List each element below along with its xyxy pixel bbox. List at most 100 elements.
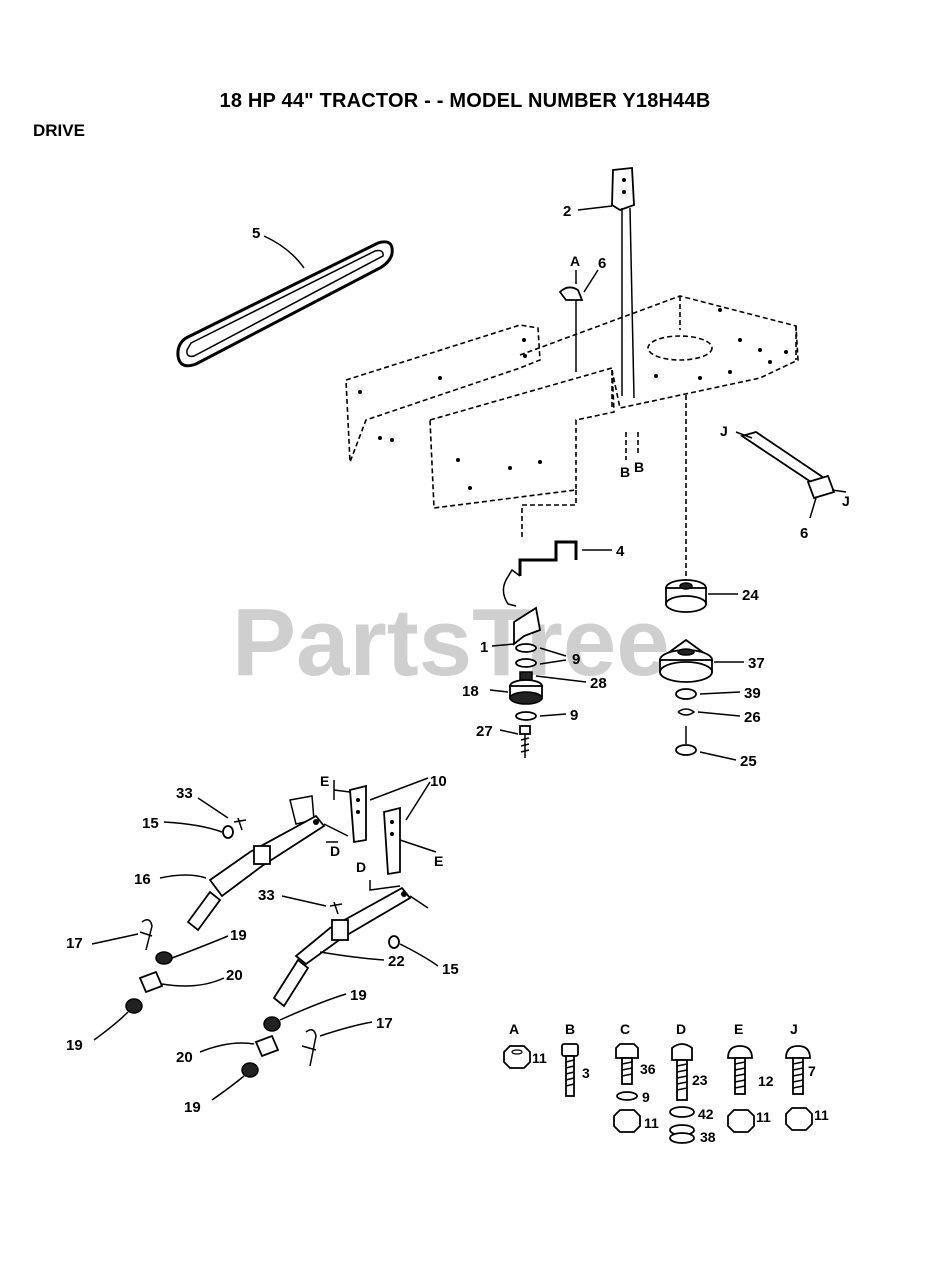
pulley-24 [665,579,707,613]
leader-15b [399,943,439,967]
key-j-part-1: 11 [814,1107,829,1123]
key-c-part-0: 36 [640,1061,656,1077]
fitting-20b [254,1034,280,1058]
key-c-nut [613,1109,641,1133]
callout-5: 5 [252,225,260,242]
leader-39 [699,691,741,695]
callout-26: 26 [744,709,761,726]
key-e-nut [727,1109,755,1133]
callout-9a: 9 [572,651,580,668]
leader-19c [279,993,347,1021]
centerline-left [521,490,577,540]
washer-9b [515,711,537,721]
leader-e2 [399,839,437,853]
callout-27: 27 [476,723,493,740]
callout-15a: 15 [142,815,159,832]
washer-9a-1 [515,643,537,653]
tractor-frame [345,295,799,509]
ref-j1: J [720,423,728,439]
leader-28 [535,675,587,683]
washer-15a [222,825,234,839]
callout-9b: 9 [570,707,578,724]
leader-16 [159,874,207,879]
key-c-washer [616,1091,638,1101]
leader-19d [211,1075,245,1101]
ref-b2: B [634,459,644,475]
leader-25 [699,751,737,761]
clip-17b [301,1029,317,1067]
key-b-part-0: 3 [582,1065,590,1081]
key-c-part-2: 11 [644,1115,659,1131]
leader-18 [489,689,509,693]
ref-e1: E [320,773,329,789]
leader-17b [319,1021,373,1037]
callout-2: 2 [563,203,571,220]
key-e-letter: E [734,1021,743,1037]
key-a-letter: A [509,1021,519,1037]
page-title: 18 HP 44" TRACTOR - - MODEL NUMBER Y18H4… [219,90,711,112]
callout-33b: 33 [258,887,275,904]
leader-d2 [369,880,401,891]
callout-22: 22 [388,953,405,970]
key-d-nut [669,1124,695,1144]
arm-1 [513,606,542,646]
washer-9a-2 [515,658,537,668]
callout-1: 1 [480,639,488,656]
section-label: DRIVE [33,121,85,140]
ref-d1: D [330,843,340,859]
key-c-part-1: 9 [642,1089,650,1105]
hardware-key: A 11 B 3 C 36 9 11 D 23 [503,1021,829,1145]
leader-9a-2 [539,659,567,665]
leader-22 [319,951,385,961]
callout-18: 18 [462,683,479,700]
leader-2 [577,205,613,211]
leader-6-brace [809,497,817,519]
spacer-28 [519,671,533,681]
callout-19c: 19 [350,987,367,1004]
ref-d2: D [356,859,366,875]
ref-j2: J [842,493,850,509]
callout-19b: 19 [66,1037,83,1054]
part-39 [675,688,697,700]
washer-15b [388,935,400,949]
nut-19c [263,1016,281,1032]
clutch-37 [659,638,713,683]
key-a-part-0: 11 [532,1050,547,1066]
key-d-part-2: 38 [700,1129,716,1145]
clip-6 [558,286,584,301]
leader-6-top [583,269,599,293]
leader-9b [539,713,567,717]
callout-20b: 20 [176,1049,193,1066]
ref-a: A [570,253,580,269]
callout-16: 16 [134,871,151,888]
bolt-27 [519,725,531,758]
key-b-bolt [561,1043,579,1097]
callout-20a: 20 [226,967,243,984]
brace-6 [735,431,847,500]
leader-5 [263,235,305,269]
leader-15a [163,821,223,833]
part-26 [677,708,696,716]
key-d-washer [669,1106,695,1118]
nut-19a [155,951,173,965]
leader-e1 [333,780,351,800]
key-j-letter: J [790,1021,798,1037]
lever-16 [186,814,349,932]
leader-33a [197,797,229,819]
callout-37: 37 [748,655,765,672]
bolt-25 [675,726,697,756]
rod-4 [502,540,578,607]
key-d-part-1: 42 [698,1106,714,1122]
drive-belt [176,240,394,368]
callout-10: 10 [430,773,447,790]
key-c-bolt [615,1043,639,1085]
callout-24: 24 [742,587,759,604]
leader-33b [281,895,327,907]
leader-19b [93,1011,129,1041]
leader-20a [161,977,225,987]
callout-25: 25 [740,753,757,770]
callout-6-brace: 6 [800,525,808,542]
callout-39: 39 [744,685,761,702]
leader-1 [491,643,515,647]
